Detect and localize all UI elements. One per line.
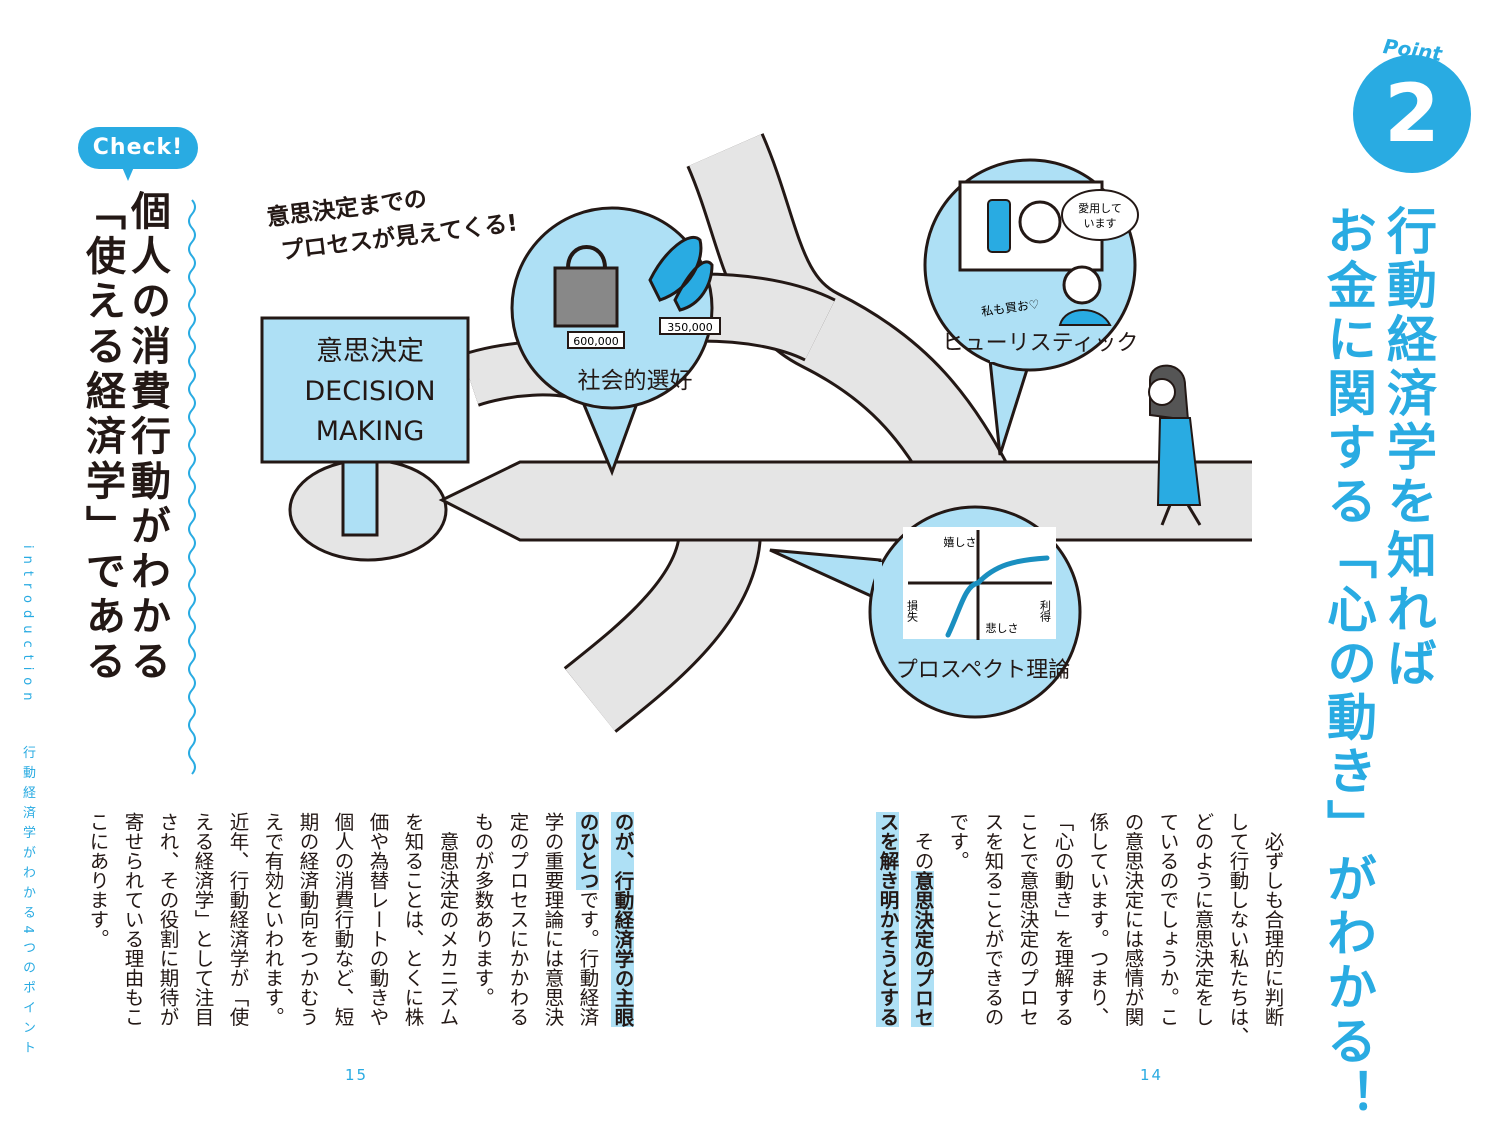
body-line: スを解き明かそうとする <box>870 812 905 1044</box>
decision-sign <box>260 316 470 464</box>
body-line: のが、行動経済学の主眼 <box>605 812 640 1044</box>
handbag-icon <box>553 266 619 328</box>
sign-text-decision: DECISION <box>304 376 435 407</box>
prospect-label: プロスペクト理論 <box>896 658 1070 683</box>
body-line: のひとつです。行動経済 <box>570 812 605 1044</box>
body-text-segment: して行動しない私たちは、 <box>1226 812 1249 1046</box>
side-label-en: introduction <box>20 545 35 708</box>
body-text-segment: えで有効といわれます。 <box>261 812 284 1027</box>
body-text-segment: の意思決定には感情が関 <box>1121 812 1144 1027</box>
speech-line-2: います <box>1084 217 1117 230</box>
body-line: して行動しない私たちは、 <box>1220 812 1255 1046</box>
body-line: スを知ることができるの <box>975 812 1010 1044</box>
axis-label-right: 利得 <box>1039 600 1052 622</box>
body-line: 意思決定のメカニズム <box>430 812 465 1044</box>
body-text-segment: 係しています。つまり、 <box>1086 812 1109 1027</box>
axis-label-left: 損失 <box>906 599 919 623</box>
heuristic-label: ヒューリスティック <box>942 331 1139 356</box>
body-line: 係しています。つまり、 <box>1080 812 1115 1044</box>
body-text-segment: どのように意思決定をし <box>1191 812 1214 1027</box>
body-text-segment: です。行動経済 <box>576 890 599 1027</box>
body-text-segment: 寄せられている理由もこ <box>121 812 144 1027</box>
body-text-segment: その <box>911 812 934 871</box>
body-line: 個人の消費行動など、短 <box>325 812 360 1044</box>
body-line: えで有効といわれます。 <box>255 812 290 1044</box>
shoes-icon <box>648 236 714 312</box>
social-preference-bubble: 600,000 350,000 社会的選好 <box>510 206 721 477</box>
side-label-jp: 行動経済学がわかる4つのポイント <box>20 745 35 1061</box>
walking-woman <box>1148 364 1202 526</box>
body-line: 定のプロセスにかかわる <box>500 812 535 1044</box>
sign-text-jp: 意思決定 <box>316 336 424 367</box>
value-function-curve <box>945 555 1050 638</box>
body-line: 「心の動き」を理解する <box>1045 812 1080 1044</box>
side-label: introduction 行動経済学がわかる4つのポイント <box>18 545 37 1061</box>
body-text-segment: 意思決定のメカニズム <box>436 812 459 1027</box>
axis-label-up: 嬉しさ <box>944 535 977 549</box>
speech-line-1: 愛用して <box>1078 202 1122 215</box>
body-line: 価や為替レートの動きや <box>360 812 395 1044</box>
body-text-segment: 個人の消費行動など、短 <box>331 812 354 1027</box>
body-text-segment: ているのでしょうか。こ <box>1156 812 1179 1027</box>
body-line: その意思決定のプロセ <box>905 812 940 1044</box>
body-line: 近年、行動経済学が「使 <box>220 812 255 1044</box>
body-line: こにあります。 <box>80 812 115 1044</box>
body-text-segment: こにあります。 <box>86 812 109 949</box>
body-line: 必ずしも合理的に判断 <box>1255 812 1290 1044</box>
highlighted-text: のが、 <box>611 812 634 871</box>
left-heading-line-1: 個人の消費行動がわかる <box>124 190 170 685</box>
body-text-segment: 学の重要理論には意思決 <box>541 812 564 1027</box>
highlighted-text: 行動経済学の主眼 <box>611 870 634 1027</box>
body-text-segment: ことで意思決定のプロセ <box>1016 812 1039 1027</box>
body-text-segment: 必ずしも合理的に判断 <box>1261 812 1284 1027</box>
body-line: ものが多数あります。 <box>465 812 500 1044</box>
bag-price: 600,000 <box>573 335 619 348</box>
right-heading-line-1: 行動経済学を知れば <box>1379 205 1437 691</box>
body-text-segment: です。 <box>946 812 969 871</box>
body-text-segment: 価や為替レートの動きや <box>366 812 389 1027</box>
highlighted-text: 意思決定のプロセ <box>911 870 934 1027</box>
prospect-theory-bubble: 嬉しさ 悲しさ 損失 利得 プロスペクト理論 <box>769 505 1082 719</box>
body-line: です。 <box>940 812 975 1044</box>
shoes-price: 350,000 <box>667 321 713 334</box>
point-number-badge: 2 <box>1353 55 1471 173</box>
body-text-segment: 近年、行動経済学が「使 <box>226 812 249 1027</box>
body-text-segment: を知ることは、とくに株 <box>401 812 424 1027</box>
highlighted-text: スを解き明かそうとする <box>876 812 899 1027</box>
sign-post <box>341 453 379 537</box>
right-heading-line-2: お金に関する「心の動き」がわかる！ <box>1319 205 1377 1123</box>
body-line: の意思決定には感情が関 <box>1115 812 1150 1044</box>
left-body-text: のが、行動経済学の主眼のひとつです。行動経済学の重要理論には意思決定のプロセスに… <box>80 812 640 1044</box>
body-line: され、その役割に期待が <box>150 812 185 1044</box>
axis-label-down: 悲しさ <box>986 621 1019 635</box>
body-text-segment: 定のプロセスにかかわる <box>506 812 529 1027</box>
body-line: 寄せられている理由もこ <box>115 812 150 1044</box>
highlighted-text: のひとつ <box>576 812 599 890</box>
body-line: ことで意思決定のプロセ <box>1010 812 1045 1044</box>
body-line: 学の重要理論には意思決 <box>535 812 570 1044</box>
body-text-segment: える経済学」として注目 <box>191 812 214 1027</box>
body-text-segment: 「心の動き」を理解する <box>1051 812 1074 1027</box>
right-body-text: 必ずしも合理的に判断して行動しない私たちは、どのように意思決定をしているのでしょ… <box>870 812 1290 1046</box>
page-number-left: 15 <box>345 1066 369 1084</box>
sign-text-making: MAKING <box>316 416 425 447</box>
main-road <box>438 460 1252 542</box>
wavy-divider <box>188 199 196 775</box>
body-text-segment: ものが多数あります。 <box>471 812 494 1007</box>
body-text-segment: スを知ることができるの <box>981 812 1004 1027</box>
caption: 意思決定までの プロセスが見えてくる! <box>265 185 519 265</box>
check-badge: Check! <box>78 127 198 181</box>
body-line: を知ることは、とくに株 <box>395 812 430 1044</box>
body-line: 期の経済動向をつかむう <box>290 812 325 1044</box>
heuristic-bubble: 愛用して います 私も買お♡ ヒューリスティック <box>923 158 1139 456</box>
body-line: ているのでしょうか。こ <box>1150 812 1185 1044</box>
page-number-right: 14 <box>1140 1066 1164 1084</box>
body-line: どのように意思決定をし <box>1185 812 1220 1044</box>
body-text-segment: され、その役割に期待が <box>156 812 179 1027</box>
social-preference-label: 社会的選好 <box>578 368 693 394</box>
left-heading-line-2: 「使える経済学」である <box>79 190 125 685</box>
body-text-segment: 期の経済動向をつかむう <box>296 812 319 1027</box>
body-line: える経済学」として注目 <box>185 812 220 1044</box>
